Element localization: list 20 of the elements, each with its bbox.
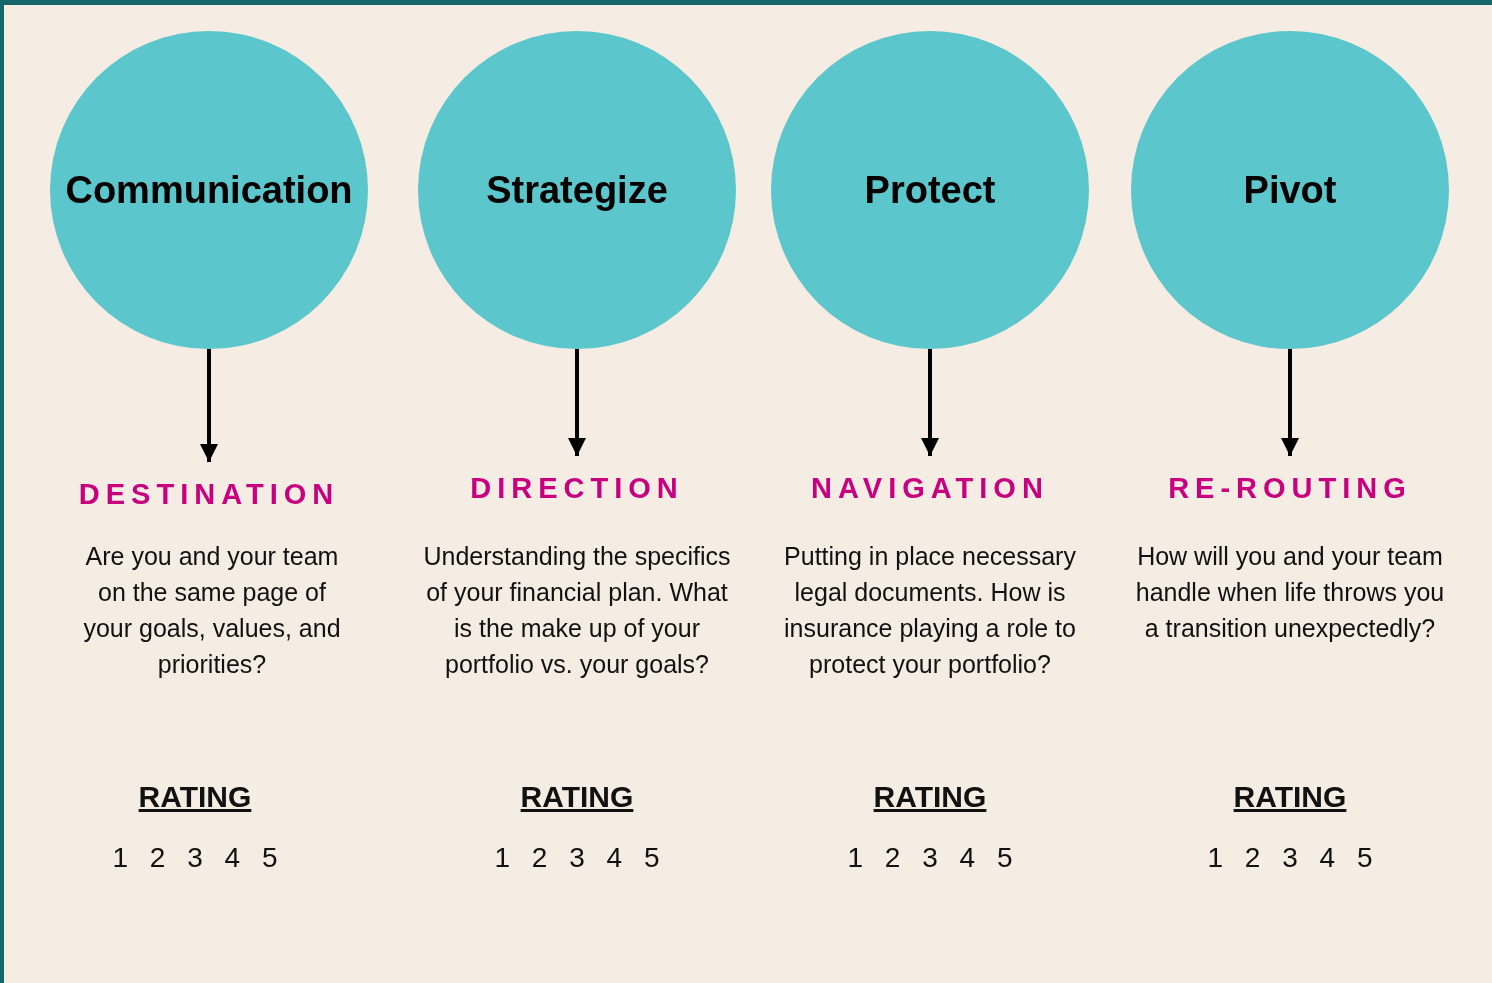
rating-heading: RATING [520, 780, 634, 814]
rating-heading: RATING [138, 780, 252, 814]
description: How will you and your team handle when life throws you a transition unexpectedly? [1135, 541, 1445, 644]
topic-title: Strategize [486, 168, 668, 212]
arrow [568, 349, 586, 456]
topic-title: Communication [65, 168, 353, 212]
rating-scale: 1 2 3 4 5 [847, 842, 1013, 874]
arrow [1281, 349, 1299, 456]
rating-scale: 1 2 3 4 5 [494, 842, 660, 874]
topic-title: Protect [864, 168, 996, 212]
description: Putting in place necessary legal documents. How is insurance playing a role to protect your portfolio? [783, 541, 1077, 680]
description: Are you and your team on the same page of your goals, values, and priorities? [82, 541, 342, 680]
arrow [200, 349, 218, 462]
rating-heading: RATING [873, 780, 987, 814]
topic-title: Pivot [1243, 168, 1337, 212]
description: Understanding the specifics of your financial plan. What is the make up of your portfolio vs. your goals? [422, 541, 732, 680]
arrow [921, 349, 939, 456]
rating-scale: 1 2 3 4 5 [112, 842, 278, 874]
rating-heading: RATING [1233, 780, 1347, 814]
rating-scale: 1 2 3 4 5 [1207, 842, 1373, 874]
